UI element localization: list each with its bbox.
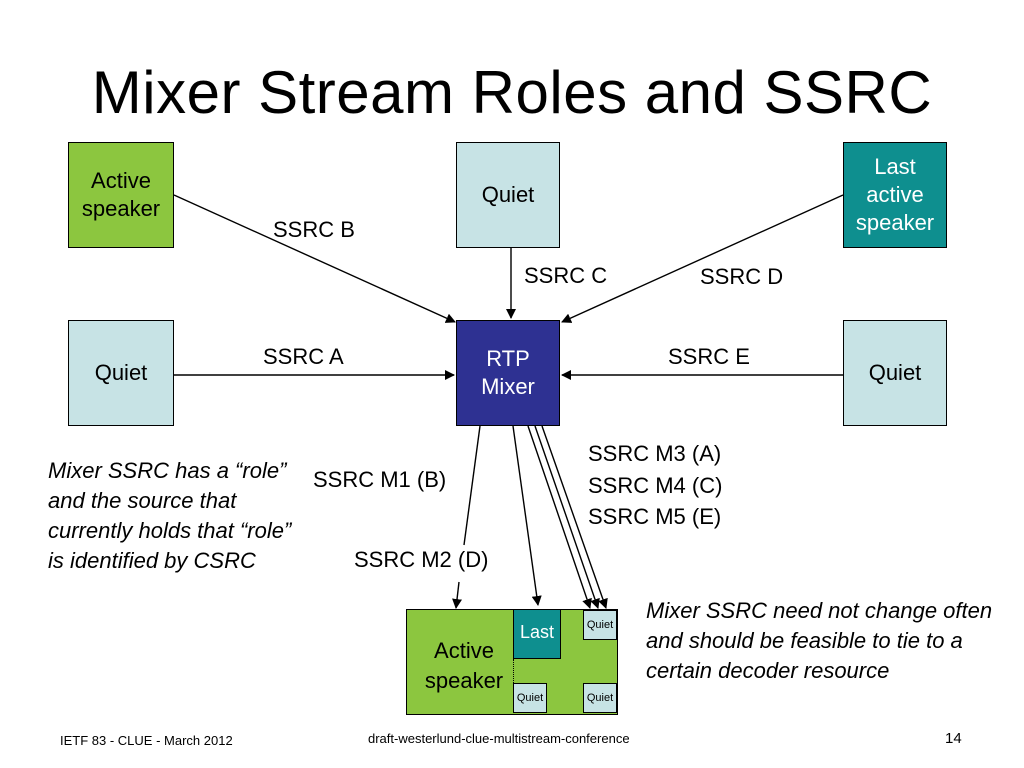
- active-speaker-label: Active speaker: [81, 168, 161, 221]
- arrow-ssrc-b: [173, 194, 456, 323]
- footer-center: draft-westerlund-clue-multistream-confer…: [368, 731, 630, 746]
- layout-quiet-bottom-right-label: Quiet: [586, 692, 614, 704]
- note-right: Mixer SSRC need not change often and sho…: [646, 598, 993, 683]
- arrow-ssrc-m4: [534, 425, 600, 609]
- layout-active-speaker: Active speaker: [424, 638, 504, 693]
- arrow-ssrc-m5: [541, 425, 608, 609]
- last-active-speaker-label: Last active speaker: [855, 154, 935, 235]
- quiet-right-box: Quiet: [843, 320, 947, 426]
- note-left: Mixer SSRC has a “role” and the source t…: [48, 458, 292, 573]
- ssrc-m5-label: SSRC M5 (E): [588, 504, 722, 529]
- ssrc-m4-label: SSRC M4 (C): [588, 473, 723, 498]
- arrow-ssrc-d: [561, 194, 844, 323]
- output-layout-box: Active speaker Last Quiet Quiet Quiet: [406, 609, 618, 715]
- layout-last-tile: Last: [513, 609, 561, 659]
- arrow-ssrc-m1: [463, 425, 481, 546]
- arrow-ssrc-m2: [452, 581, 462, 609]
- ssrc-e-label: SSRC E: [668, 344, 750, 369]
- ssrc-d-label: SSRC D: [700, 264, 784, 289]
- arrow-ssrc-m3: [527, 425, 592, 609]
- ssrc-m1-label: SSRC M1 (B): [313, 467, 447, 492]
- quiet-right-label: Quiet: [868, 360, 922, 385]
- quiet-top-label: Quiet: [481, 182, 535, 207]
- ssrc-m2-label: SSRC M2 (D): [354, 547, 489, 572]
- quiet-left-label: Quiet: [94, 360, 148, 385]
- footer-page-number: 14: [945, 730, 962, 747]
- active-speaker-box: Active speaker: [68, 142, 174, 248]
- layout-quiet-bottom-right: Quiet: [583, 683, 617, 713]
- footer-left: IETF 83 - CLUE - March 2012: [60, 733, 233, 748]
- layout-last-label: Last: [519, 622, 555, 642]
- rtp-mixer-box: RTP Mixer: [456, 320, 560, 426]
- ssrc-m3-label: SSRC M3 (A): [588, 441, 722, 466]
- arrow-last: [512, 425, 542, 606]
- ssrc-a-label: SSRC A: [263, 344, 344, 369]
- slide-title: Mixer Stream Roles and SSRC: [91, 59, 933, 126]
- layout-quiet-top-right-label: Quiet: [586, 619, 614, 631]
- layout-quiet-bottom-mid: Quiet: [513, 683, 547, 713]
- quiet-left-box: Quiet: [68, 320, 174, 426]
- ssrc-b-label: SSRC B: [273, 217, 355, 242]
- layout-quiet-bottom-mid-label: Quiet: [516, 692, 544, 704]
- ssrc-c-label: SSRC C: [524, 263, 608, 288]
- layout-quiet-top-right: Quiet: [583, 610, 617, 640]
- quiet-top-box: Quiet: [456, 142, 560, 248]
- last-active-speaker-box: Last active speaker: [843, 142, 947, 248]
- rtp-mixer-label: RTP Mixer: [481, 346, 535, 399]
